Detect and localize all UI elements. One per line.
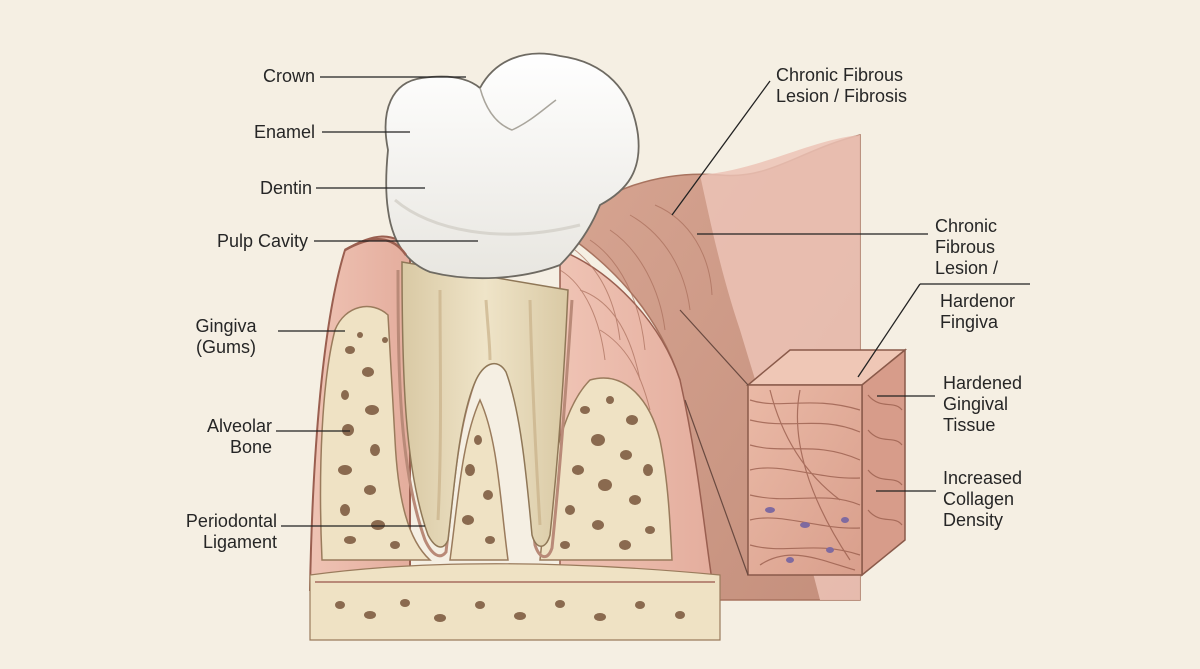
label-alveolar-bone: Alveolar Bone [206, 416, 272, 457]
leader-hardenor-diag [857, 283, 921, 378]
alveolar-bone-left [319, 305, 432, 561]
tooth-crown [384, 52, 640, 280]
zoom-line-bottom [684, 399, 749, 576]
zoom-line-top [679, 309, 749, 386]
label-pulp-cavity: Pulp Cavity [216, 231, 308, 251]
pulp-canal [436, 289, 542, 526]
label-chronic-fibrous-lesion-mid: Chronic Fibrous Lesion / [935, 216, 999, 278]
crown-cusp-groove [479, 87, 557, 131]
leader-chronic-fibrous-top [671, 80, 771, 216]
label-hardenor-fingiva: Hardenor Fingiva [940, 291, 1016, 332]
crown-shading [394, 198, 581, 236]
magnified-tissue-block [745, 348, 908, 577]
label-chronic-fibrous-lesion-top: Chronic Fibrous Lesion / Fibrosis [776, 65, 908, 106]
alveolar-bone-base [309, 563, 721, 641]
tooth-root [401, 261, 569, 548]
gum-margin [344, 238, 408, 256]
label-periodontal-ligament: Periodontal Ligament [185, 511, 277, 552]
label-enamel: Enamel [253, 122, 315, 142]
label-hardened-gingival-tissue: Hardened Gingival Tissue [943, 373, 1023, 435]
bone-pores [335, 332, 685, 622]
cell-nuclei [765, 507, 849, 563]
fibrosis-texture [559, 204, 713, 411]
label-increased-collagen-density: Increased Collagen Density [943, 468, 1023, 530]
label-gingiva: Gingiva (Gums) [195, 316, 257, 357]
leader-lines [276, 76, 1030, 527]
collagen-fibers [749, 389, 903, 571]
label-dentin: Dentin [259, 178, 312, 198]
label-crown: Crown [262, 66, 315, 86]
